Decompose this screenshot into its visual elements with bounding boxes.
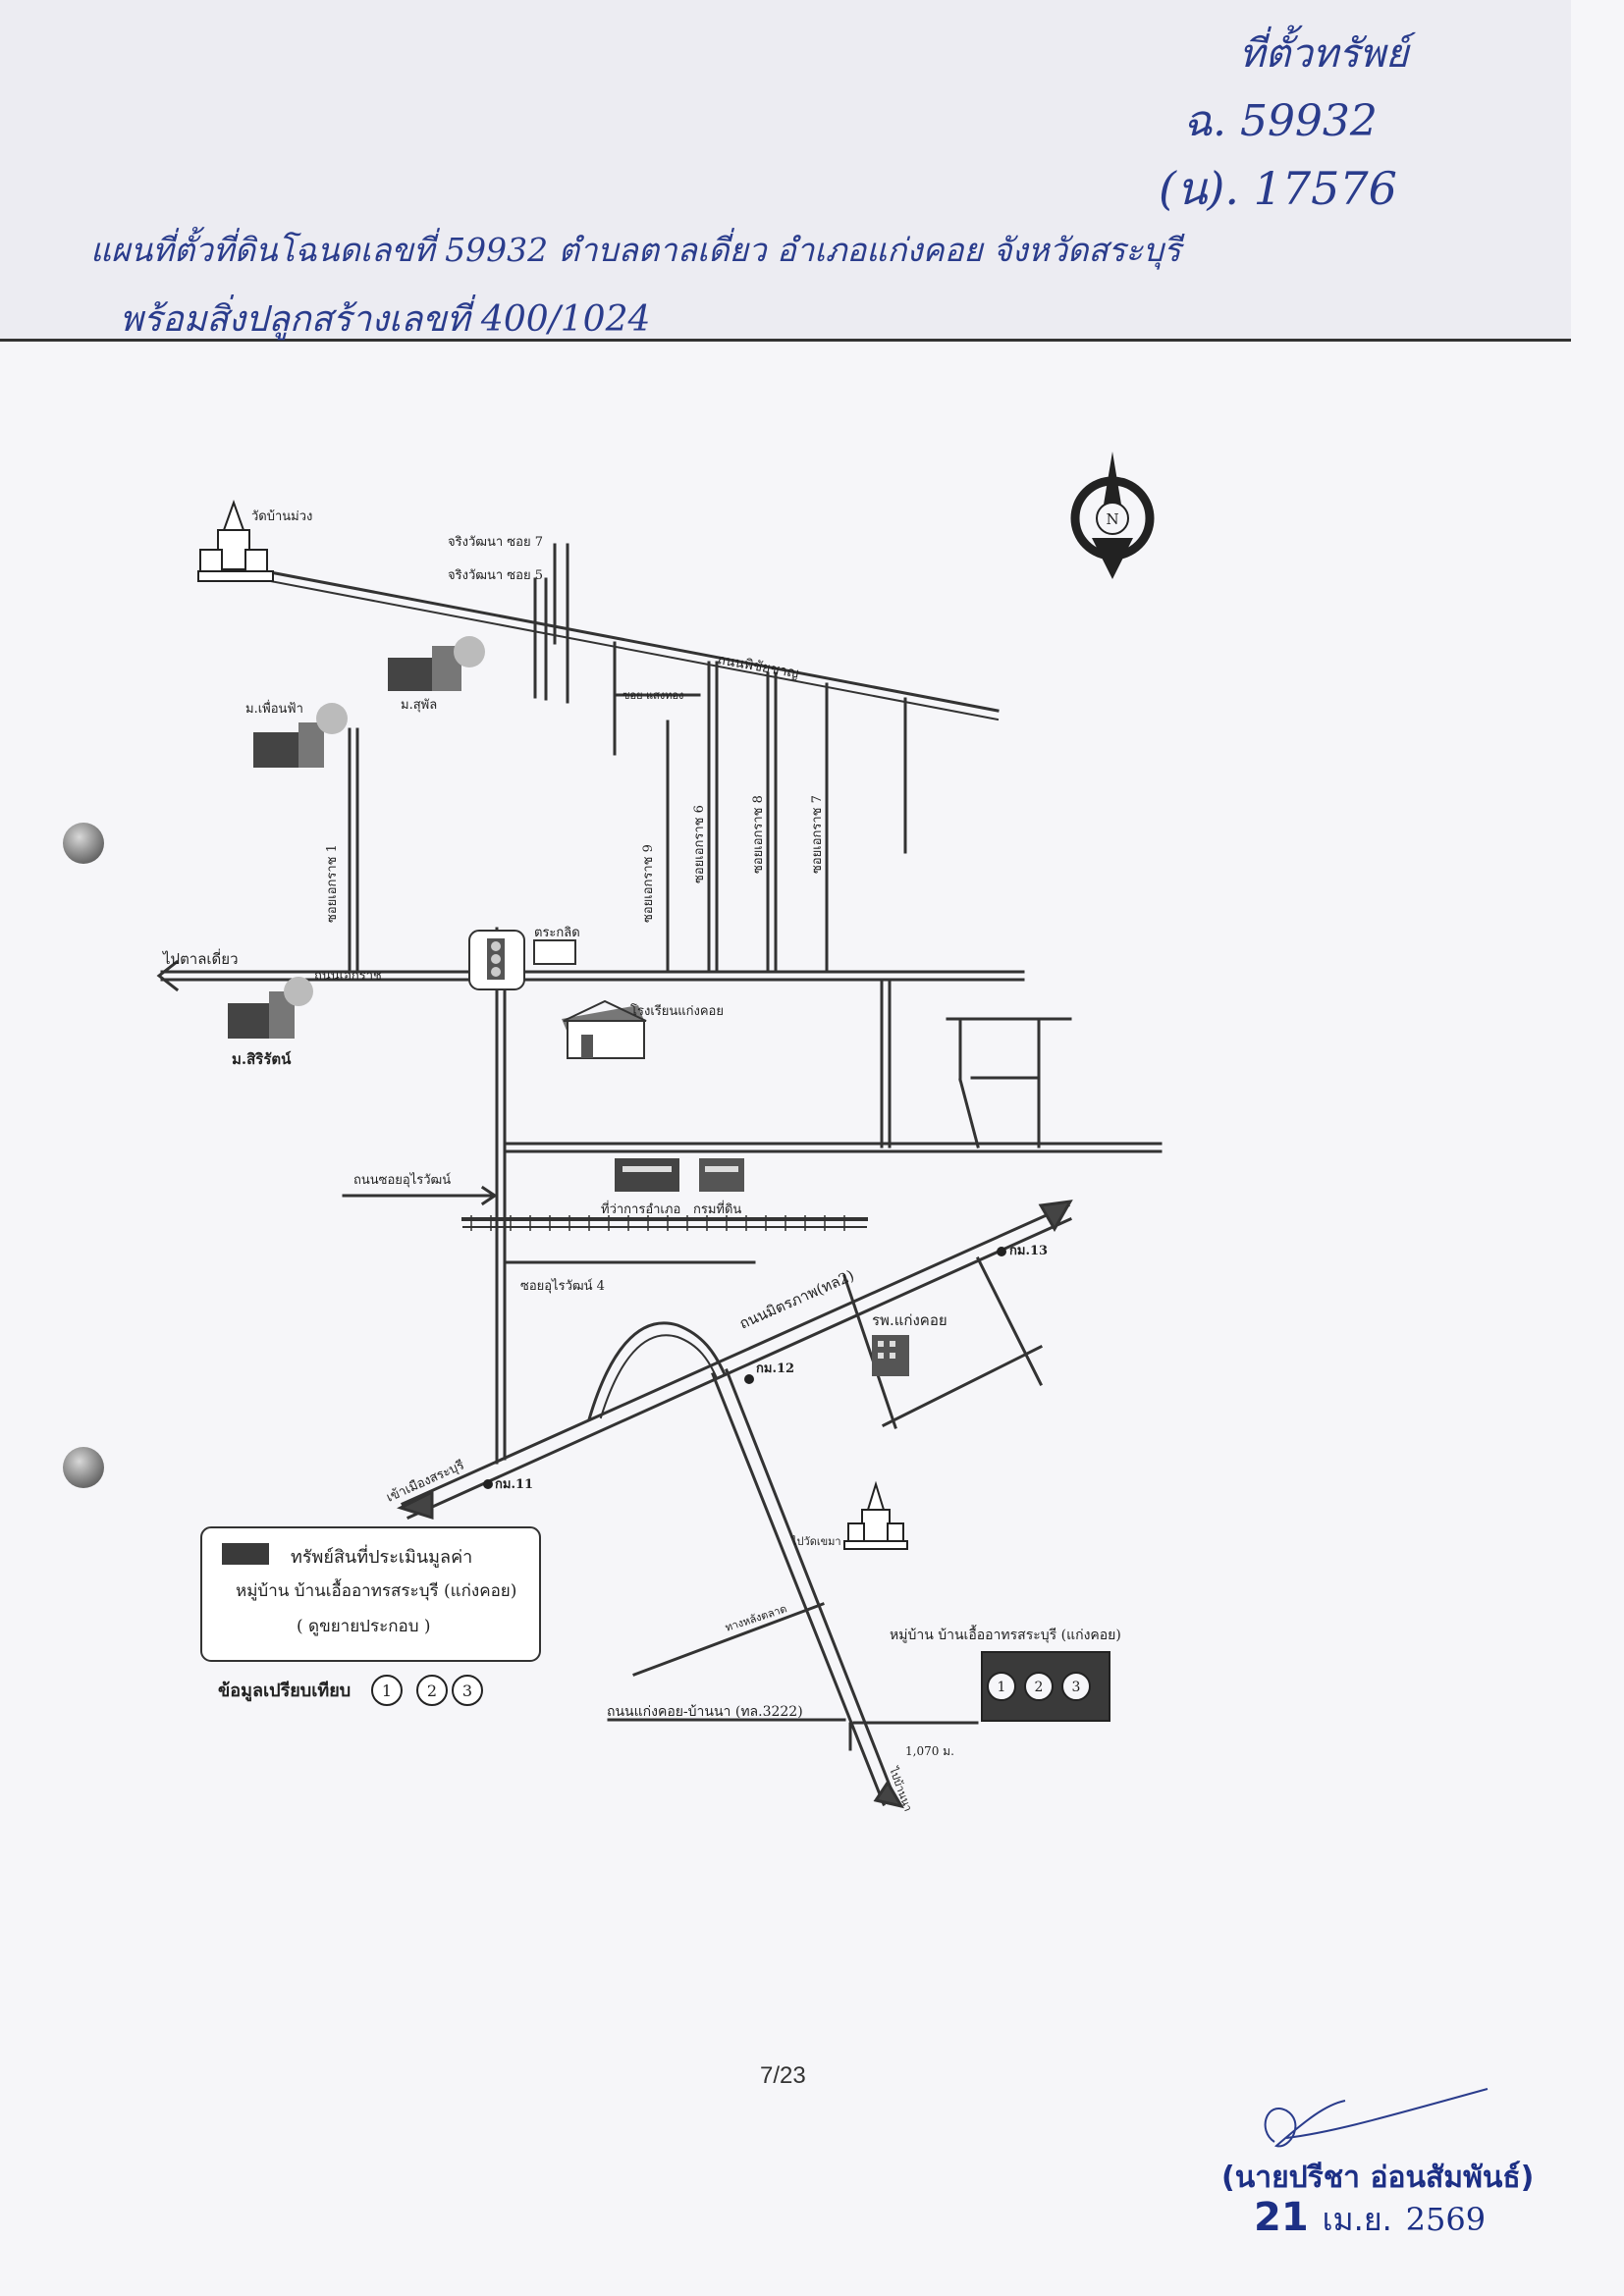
survey-reference: (น). 17576 [1159, 162, 1397, 215]
label-soi-sangthong: ซอย แสงทอง [623, 689, 683, 702]
note-title: ที่ตั้วทรัพย์ [1239, 31, 1409, 77]
signature [1264, 2088, 1489, 2148]
label-village: หมู่บ้าน บ้านเอื้ออาทรสระบุรี (แก่งคอย) [890, 1625, 1121, 1643]
punch-hole-top [63, 823, 104, 864]
temple-icon [197, 500, 274, 582]
punch-hole-bottom [63, 1447, 104, 1488]
label-traffic-light: ตระกลิด [534, 926, 580, 940]
label-road-phichai: ถนนพิชัยชาญ [716, 652, 799, 681]
stamp-year: 2569 [1405, 2201, 1487, 2238]
north-arrow-icon: N [1070, 452, 1155, 579]
km11-marker [483, 1479, 493, 1489]
label-village-pheuanfa: ม.เพื่อนฟ้า [245, 700, 303, 717]
legend-line-1: ทรัพย์สินที่ประเมินมูลค่า [291, 1544, 472, 1568]
label-land-office: กรมที่ดิน [693, 1201, 741, 1217]
legend-swatch [222, 1543, 269, 1565]
comparables-markers: 1 2 3 [371, 1675, 483, 1706]
stamp-month: เม.ย. [1322, 2201, 1392, 2238]
village-suphalai-icon [388, 636, 485, 691]
stamp-day: 21 [1254, 2195, 1309, 2240]
label-soi-ekkarat-6: ซอยเอกราช 6 [692, 805, 707, 883]
page-number: 7/23 [760, 2062, 806, 2089]
road-mittraphap [401, 1203, 1070, 1506]
village-sirirat-icon [228, 977, 313, 1039]
subject-property-block: 1 2 3 [981, 1651, 1110, 1722]
land-office-icon [699, 1158, 744, 1192]
km12-marker [744, 1374, 754, 1384]
header-band [0, 0, 1571, 342]
label-school: โรงเรียนแก่งคอย [630, 1003, 724, 1019]
hospital-icon [872, 1335, 909, 1376]
label-village-suphalai: ม.สุพัล [401, 698, 437, 713]
label-road-ekkarat: ถนนเอกราช [314, 969, 382, 984]
property-marker-2: 2 [1035, 1680, 1044, 1695]
deed-reference: ฉ. 59932 [1183, 96, 1378, 146]
label-temple-top: วัดบ้านม่วง [251, 509, 312, 524]
legend-line-2: หมู่บ้าน บ้านเอื้ออาทรสระบุรี (แก่งคอย) [236, 1578, 516, 1601]
label-soi-uraiwan-4: ซอยอุไรวัฒน์ 4 [520, 1278, 605, 1294]
label-district-office: ที่ว่าการอำเภอ [601, 1201, 680, 1217]
label-to-talsiao: ไปตาลเดี่ยว [162, 948, 239, 968]
road-3222 [711, 1372, 886, 1806]
label-village-sirirat: ม.สิริรัตน์ [232, 1050, 292, 1068]
village-pheuanfa-icon [253, 703, 348, 768]
label-soi-ekkarat-7: ซอยเอกราช 7 [810, 795, 825, 874]
label-soi-7: จริงวัฒนา ซอย 7 [448, 535, 543, 550]
legend-box: ทรัพย์สินที่ประเมินมูลค่า หมู่บ้าน บ้านเ… [200, 1526, 541, 1662]
legend-marker-2: 2 [427, 1682, 437, 1700]
map-caption-line-2: พร้อมสิ่งปลูกสร้างเลขที่ 400/1024 [120, 299, 651, 340]
district-office-icon [615, 1158, 679, 1192]
stamp-date: 21 เม.ย. 2569 [1254, 2195, 1486, 2245]
property-marker-1: 1 [998, 1680, 1006, 1695]
legend-marker-3: 3 [462, 1682, 472, 1700]
police-box-icon [533, 939, 576, 965]
temple-bottom-icon [843, 1480, 908, 1550]
label-soi-5: จริงวัฒนา ซอย 5 [448, 568, 543, 583]
label-soi-ekkarat-8: ซอยเอกราช 8 [751, 795, 766, 874]
label-soi-ekkarat-1: ซอยเอกราช 1 [325, 844, 340, 923]
km13-marker [997, 1247, 1006, 1256]
label-km13: กม.13 [1009, 1244, 1048, 1258]
school-icon [562, 999, 647, 1059]
label-soi-ekkarat-9: ซอยเอกราช 9 [641, 844, 656, 923]
stamp-name: (นายปรีชา อ่อนสัมพันธ์) [1221, 2161, 1535, 2195]
label-km11: กม.11 [495, 1477, 533, 1492]
compass-letter: N [1106, 510, 1118, 528]
label-distance: 1,070 ม. [905, 1744, 954, 1758]
label-hospital: รพ.แก่งคอย [872, 1311, 947, 1329]
comparables-label: ข้อมูลเปรียบเทียบ [218, 1681, 351, 1702]
road-phichai [263, 569, 1000, 713]
traffic-light-icon [468, 930, 525, 990]
label-to-temple: ไปวัดเขมา [790, 1535, 841, 1548]
label-road-uraiwan: ถนนซอยอุไรวัฒน์ [353, 1172, 451, 1188]
label-road-3222: ถนนแก่งคอย-บ้านนา (ทล.3222) [607, 1704, 803, 1720]
map-caption-line-1: แผนที่ตั้วที่ดินโฉนดเลขที่ 59932 ตำบลตาล… [90, 231, 1181, 269]
property-marker-3: 3 [1072, 1680, 1081, 1695]
label-km12: กม.12 [756, 1362, 794, 1376]
legend-line-3: ( ดูขยายประกอบ ) [297, 1617, 431, 1636]
legend-marker-1: 1 [382, 1682, 392, 1700]
